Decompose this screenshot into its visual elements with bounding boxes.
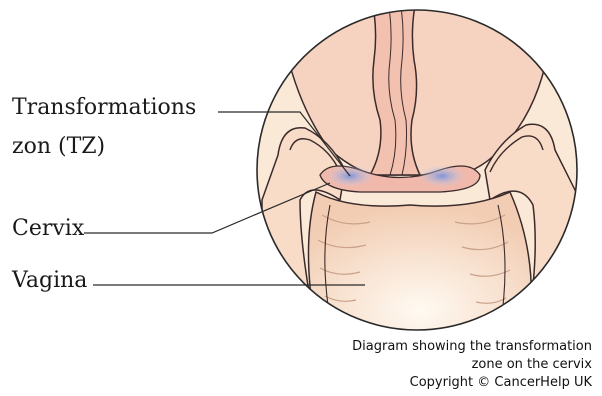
caption-line-3: Copyright © CancerHelp UK [292, 374, 592, 392]
label-cervix: Cervix [12, 216, 84, 242]
caption-line-2: zone on the cervix [292, 356, 592, 374]
label-transformation-zone-line2: zon (TZ) [12, 134, 105, 160]
figure-caption: Diagram showing the transformation zone … [292, 338, 592, 392]
label-vagina: Vagina [12, 268, 87, 294]
caption-line-1: Diagram showing the transformation [292, 338, 592, 356]
vagina-body [308, 192, 531, 340]
tz-shade-right [418, 165, 466, 187]
label-transformation-zone-line1: Transformations [12, 95, 196, 121]
